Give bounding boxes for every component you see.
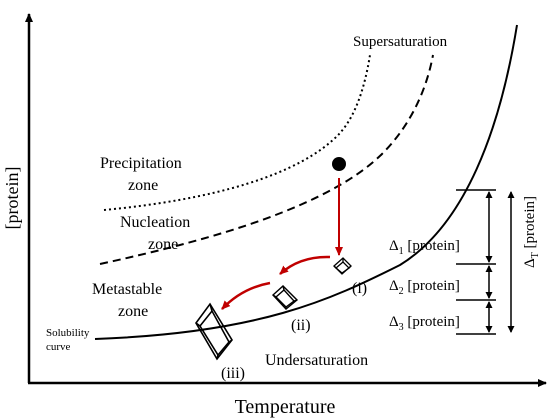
- metastable-zone-label-1: Metastable: [92, 281, 162, 298]
- solubility-curve-label-2: curve: [46, 341, 71, 353]
- solubility-curve-label-1: Solubility: [46, 327, 90, 339]
- crystal-iii-label: (iii): [221, 365, 245, 382]
- solubility-curve: [94, 24, 518, 340]
- crystal-ii-icon: [272, 285, 299, 310]
- initial-state-point: [332, 157, 346, 171]
- y-axis-label: [protein]: [2, 167, 22, 230]
- precipitation-zone-label-2: zone: [128, 177, 158, 194]
- delta1-label: Δ1 [protein]: [389, 238, 460, 257]
- supersaturation-label: Supersaturation: [353, 34, 448, 50]
- curved-red-arrow-2: [221, 281, 271, 310]
- crystal-i-icon: [333, 257, 352, 275]
- precipitation-curve: [103, 54, 371, 211]
- metastable-zone-label-2: zone: [118, 303, 148, 320]
- nucleation-zone-label-1: Nucleation: [120, 214, 190, 231]
- crystal-ii-label: (ii): [291, 317, 311, 334]
- crystal-iii-icon: [195, 302, 233, 361]
- crystal-i-label: (i): [352, 280, 367, 297]
- supersolubility-curve: [99, 54, 434, 265]
- delta2-label: Δ2 [protein]: [389, 278, 460, 297]
- x-axis-label: Temperature: [235, 396, 336, 418]
- undersaturation-label: Undersaturation: [265, 352, 368, 369]
- curved-red-arrow-1: [279, 255, 331, 275]
- precipitation-zone-label-1: Precipitation: [100, 155, 182, 172]
- nucleation-zone-label-2: zone: [148, 236, 178, 253]
- delta-total-label: ΔT [protein]: [522, 196, 541, 268]
- delta3-label: Δ3 [protein]: [389, 314, 460, 333]
